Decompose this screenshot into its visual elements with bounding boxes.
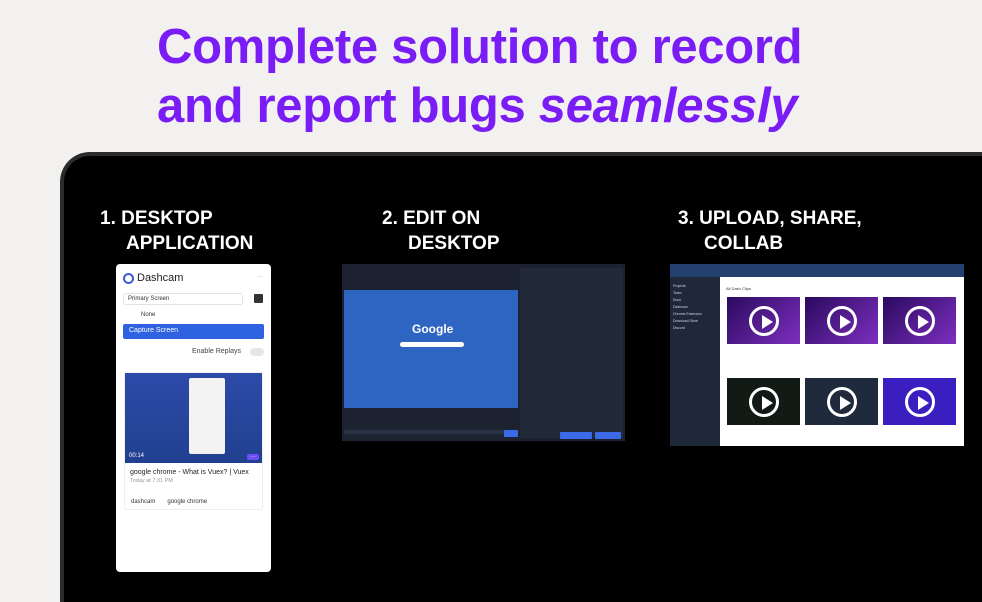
headline-text: and report bugs	[157, 79, 539, 133]
step-1-heading: 1. DESKTOP APPLICATION	[100, 206, 253, 256]
dashcam-logo: Dashcam	[123, 272, 183, 284]
audio-select[interactable]: None	[141, 312, 156, 318]
more-icon[interactable]: ···	[257, 274, 263, 280]
play-icon[interactable]	[826, 386, 857, 417]
step-text: APPLICATION	[126, 233, 254, 254]
clip-card[interactable]: 00:14 ··· google chrome - What is Vuex? |…	[124, 372, 263, 510]
clip-tile[interactable]	[805, 378, 878, 425]
search-bar	[400, 342, 464, 347]
play-icon[interactable]	[904, 386, 935, 417]
web-app-screenshot: Projects Team Docs Dashcam Chrome Extens…	[670, 264, 964, 446]
nav-item[interactable]: Chrome Extension	[673, 312, 702, 316]
desktop-app-screenshot: Dashcam ··· Primary Screen None Capture …	[116, 264, 271, 572]
web-sidebar: Projects Team Docs Dashcam Chrome Extens…	[670, 277, 720, 446]
upload-button[interactable]	[595, 432, 621, 439]
step-text: 2. EDIT ON	[382, 208, 481, 229]
clip-tags: dashcam google chrome	[131, 499, 207, 505]
enable-replays-label: Enable Replays	[191, 348, 241, 355]
nav-item[interactable]: Projects	[673, 284, 686, 288]
browser-toolbar	[670, 264, 964, 277]
nav-item[interactable]: Download Store	[673, 319, 698, 323]
step-3-heading: 3. UPLOAD, SHARE, COLLAB	[678, 206, 862, 256]
enable-replays-toggle[interactable]	[250, 348, 264, 356]
clip-time: Today at 7:31 PM	[130, 478, 173, 484]
nav-item[interactable]: Dashcam	[673, 305, 688, 309]
tag[interactable]: dashcam	[131, 499, 156, 505]
clip-tile[interactable]	[883, 378, 956, 425]
save-button[interactable]	[560, 432, 592, 439]
clip-tile[interactable]	[805, 297, 878, 344]
headline-line-1: Complete solution to record	[157, 20, 803, 74]
editor-screenshot: Google	[342, 264, 625, 441]
google-logo: Google	[412, 322, 454, 336]
nav-item[interactable]: Team	[673, 291, 682, 295]
tag[interactable]: google chrome	[167, 499, 208, 505]
clip-duration: 00:14	[129, 453, 145, 459]
dashcam-icon	[123, 272, 134, 284]
headline-emphasis: seamlessly	[538, 79, 798, 133]
play-icon[interactable]	[748, 386, 779, 417]
step-text: DESKTOP	[408, 233, 500, 254]
headline-line-2: and report bugs seamlessly	[157, 77, 802, 136]
recording-preview: Google	[344, 290, 518, 408]
trim-button[interactable]	[504, 430, 518, 437]
clip-tile[interactable]	[883, 297, 956, 344]
clip-thumbnail[interactable]: 00:14 ···	[125, 373, 262, 463]
step-text: COLLAB	[704, 233, 784, 254]
clip-tile[interactable]	[727, 378, 800, 425]
nav-item[interactable]: Discord	[673, 326, 685, 330]
timeline-scrubber[interactable]	[344, 430, 504, 434]
step-text: 3. UPLOAD, SHARE,	[678, 208, 862, 229]
capture-screen-button[interactable]: Capture Screen	[123, 324, 264, 339]
section-title: All Dash Clips	[726, 286, 751, 291]
play-icon[interactable]	[826, 305, 857, 336]
clip-menu-icon[interactable]: ···	[247, 454, 259, 460]
clip-title: google chrome - What is Vuex? | Vuex	[130, 469, 249, 476]
brand-name: Dashcam	[137, 272, 184, 284]
terminal-icon[interactable]	[254, 294, 263, 303]
app-window	[189, 378, 225, 454]
headline: Complete solution to record and report b…	[157, 18, 803, 136]
play-icon[interactable]	[904, 305, 935, 336]
screen-select[interactable]: Primary Screen	[123, 293, 243, 305]
play-icon[interactable]	[748, 305, 779, 336]
clip-tile[interactable]	[727, 297, 800, 344]
nav-item[interactable]: Docs	[673, 298, 681, 302]
step-2-heading: 2. EDIT ON DESKTOP	[382, 206, 500, 256]
editor-sidebar	[520, 268, 623, 439]
step-text: 1. DESKTOP	[100, 208, 213, 229]
